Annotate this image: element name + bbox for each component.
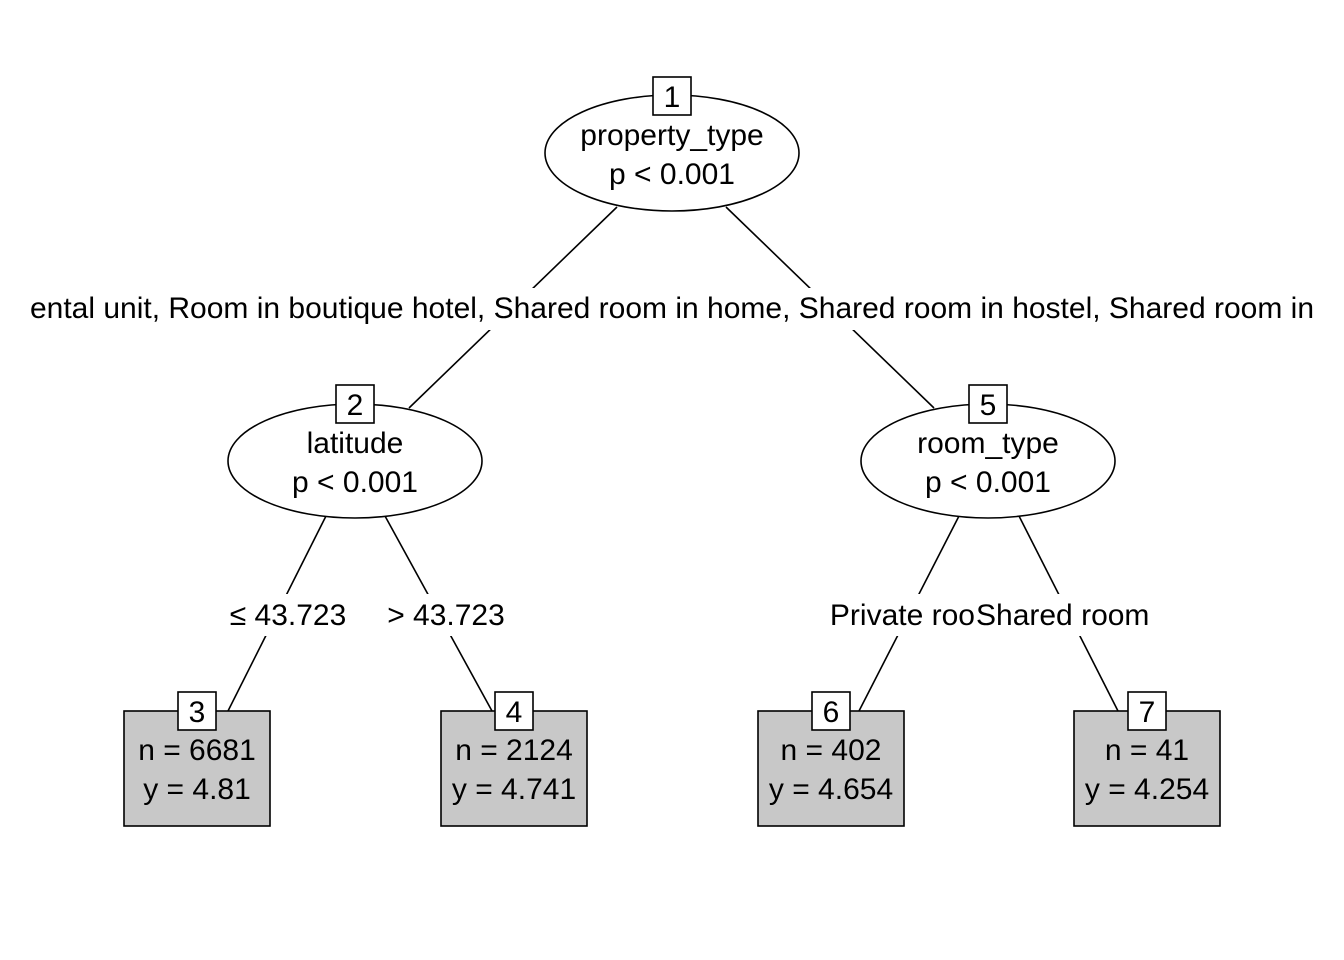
room-split-label-bg	[816, 594, 1162, 636]
lat-left-label-bg	[222, 594, 352, 636]
node-7-id: 7	[1139, 696, 1156, 729]
node-7-n: n = 41	[1105, 734, 1189, 767]
inner-node-2: latitude p < 0.001 2	[227, 384, 483, 519]
root-split-label-bg	[0, 288, 1344, 330]
node-2-pvalue: p < 0.001	[292, 466, 418, 499]
terminal-node-7: n = 41 y = 4.254 7	[1073, 691, 1221, 827]
room-left-split-label: Private roo	[830, 599, 975, 632]
node-1-variable: property_type	[580, 119, 763, 152]
inner-node-5: room_type p < 0.001 5	[860, 384, 1116, 519]
terminal-node-6: n = 402 y = 4.654 6	[757, 691, 905, 827]
node-6-n: n = 402	[781, 734, 882, 767]
terminal-node-4: n = 2124 y = 4.741 4	[440, 691, 588, 827]
lat-right-label-bg	[382, 594, 512, 636]
node-3-n: n = 6681	[138, 734, 256, 767]
inner-node-1: property_type p < 0.001 1	[544, 76, 800, 212]
node-3-id: 3	[189, 696, 206, 729]
node-6-id: 6	[823, 696, 840, 729]
node-1-pvalue: p < 0.001	[609, 158, 735, 191]
lat-right-split-label: > 43.723	[387, 599, 505, 632]
root-split-label: ental unit, Room in boutique hotel, Shar…	[30, 292, 1314, 325]
node-4-n: n = 2124	[455, 734, 573, 767]
node-2-variable: latitude	[307, 427, 404, 460]
lat-left-split-label: ≤ 43.723	[230, 599, 347, 632]
room-right-split-label: Shared room	[976, 599, 1149, 632]
terminal-node-3: n = 6681 y = 4.81 3	[123, 691, 271, 827]
node-2-id: 2	[347, 389, 364, 422]
node-7-y: y = 4.254	[1085, 773, 1209, 806]
node-5-pvalue: p < 0.001	[925, 466, 1051, 499]
node-3-y: y = 4.81	[143, 773, 251, 806]
node-6-y: y = 4.654	[769, 773, 893, 806]
node-4-id: 4	[506, 696, 523, 729]
node-4-y: y = 4.741	[452, 773, 576, 806]
node-1-id: 1	[664, 81, 681, 114]
node-5-variable: room_type	[917, 427, 1059, 460]
node-5-id: 5	[980, 389, 997, 422]
